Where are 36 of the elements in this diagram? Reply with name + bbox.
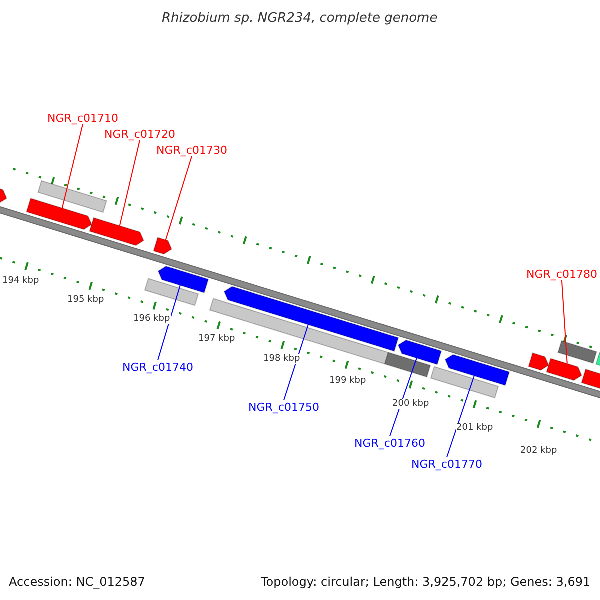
accession-text: Accession: NC_012587 [9,575,146,589]
gene-feature [398,340,442,366]
gene-label: NGR_c01720 [104,128,176,140]
gene-label: NGR_c01750 [248,400,320,414]
leader-line [157,284,181,361]
gene-feature [444,354,510,386]
leader-line [119,140,140,226]
scale-label: 194 kbp [2,276,40,286]
gene-label: NGR_c01760 [354,436,426,450]
gene-feature [0,186,8,204]
gene-label: NGR_c01780 [526,268,598,280]
scale-label: 199 kbp [328,376,368,386]
gene-label: NGR_c01710 [48,112,118,124]
scale-label: 198 kbp [262,354,302,364]
title: Rhizobium sp. NGR234, complete genome [162,10,438,26]
gene-feature [26,198,92,230]
scale-label: 200 kbp [392,399,430,409]
scale-label: 196 kbp [132,314,172,324]
gene-feature [528,352,550,371]
leader-line [283,324,309,401]
gene-feature [89,217,144,246]
leader-line [165,156,192,241]
gene-label: NGR_c01730 [156,144,228,156]
leader-line [446,376,475,458]
scale-label: 197 kbp [198,334,236,344]
gene-feature [153,237,172,255]
scale-label: 201 kbp [456,423,494,433]
genome-info-text: Topology: circular; Length: 3,925,702 bp; Genes: 3,691 [261,575,591,589]
gene-label: NGR_c01740 [122,360,194,374]
gene-label: NGR_c01770 [412,458,482,470]
leader-line [62,124,84,209]
gene-feature [158,266,210,294]
scale-label: 202 kbp [520,446,558,456]
scale-label: 195 kbp [66,295,106,305]
leader-line [389,358,418,437]
leader-line [561,280,568,364]
